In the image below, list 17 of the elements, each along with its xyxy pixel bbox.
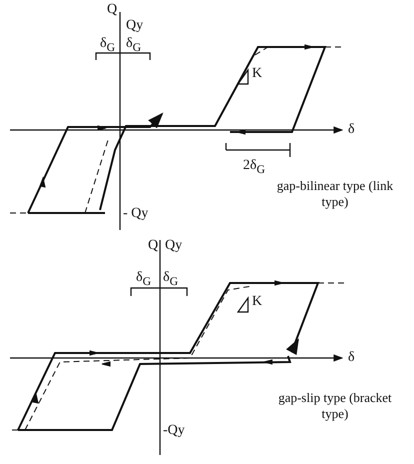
axis-label: Q [107,2,118,18]
type-caption: gap-slip type (bracket type) [277,390,393,422]
stiffness-label: K [252,294,262,310]
type-caption: gap-bilinear type (link type) [276,178,394,210]
dimension-label: 2δ$_{G}$ [243,158,266,178]
axis-label: δ [348,122,355,138]
value-label: Qy [126,18,144,34]
dimension-label: δ$_{G}$ [136,270,152,290]
axis-label: Q [148,238,158,254]
value-label: Qy [165,238,182,254]
value-label: -Qy [163,423,185,439]
axis-label: δ [348,350,355,366]
value-label: - Qy [123,206,148,222]
dimension-label: δ$_{G}$ [163,270,178,290]
dimension-label: δ$_{G}$ [100,36,116,56]
stiffness-label: K [252,66,262,82]
dimension-label: δ$_{G}$ [126,36,142,56]
